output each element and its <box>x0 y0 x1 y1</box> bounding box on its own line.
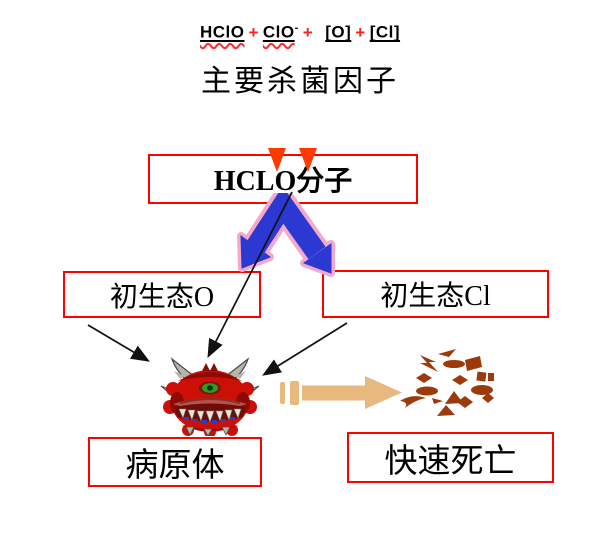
debris-fragments-icon <box>400 349 494 416</box>
red-down-triangle-icon <box>299 148 317 172</box>
pathogen-label: 病原体 <box>125 448 225 484</box>
formula-clo-superscript: - <box>294 22 299 34</box>
pathogen-germ-icon <box>160 357 260 436</box>
formula-hclo: HClO <box>199 22 245 42</box>
plus-sign-1: + <box>248 22 259 42</box>
plus-sign-3: + <box>355 22 366 42</box>
pathogen-box: 病原体 <box>88 437 262 487</box>
formula-clo: ClO <box>262 22 295 42</box>
red-down-triangle-icon <box>268 148 286 172</box>
formula-bracket-cl: [Cl] <box>369 22 401 42</box>
nascent-cl-box: 初生态Cl <box>322 270 549 318</box>
rapid-death-box: 快速死亡 <box>347 432 554 483</box>
formula-line: HClO+ClO-+[O]+[Cl] <box>0 22 600 43</box>
rapid-death-label: 快速死亡 <box>384 443 517 480</box>
formula-clo-wavy: ClO <box>263 23 295 42</box>
nascent-o-label: 初生态O <box>109 281 215 313</box>
blue-split-double-arrow-icon <box>237 193 335 277</box>
page-title: 主要杀菌因子 <box>201 65 399 98</box>
formula-bracket-o: [O] <box>325 22 352 42</box>
formula-hclo-wavy: HClO <box>200 23 245 42</box>
tan-right-arrow-icon <box>280 376 402 409</box>
nascent-cl-label: 初生态Cl <box>380 281 491 312</box>
plus-sign-2: + <box>302 22 314 42</box>
